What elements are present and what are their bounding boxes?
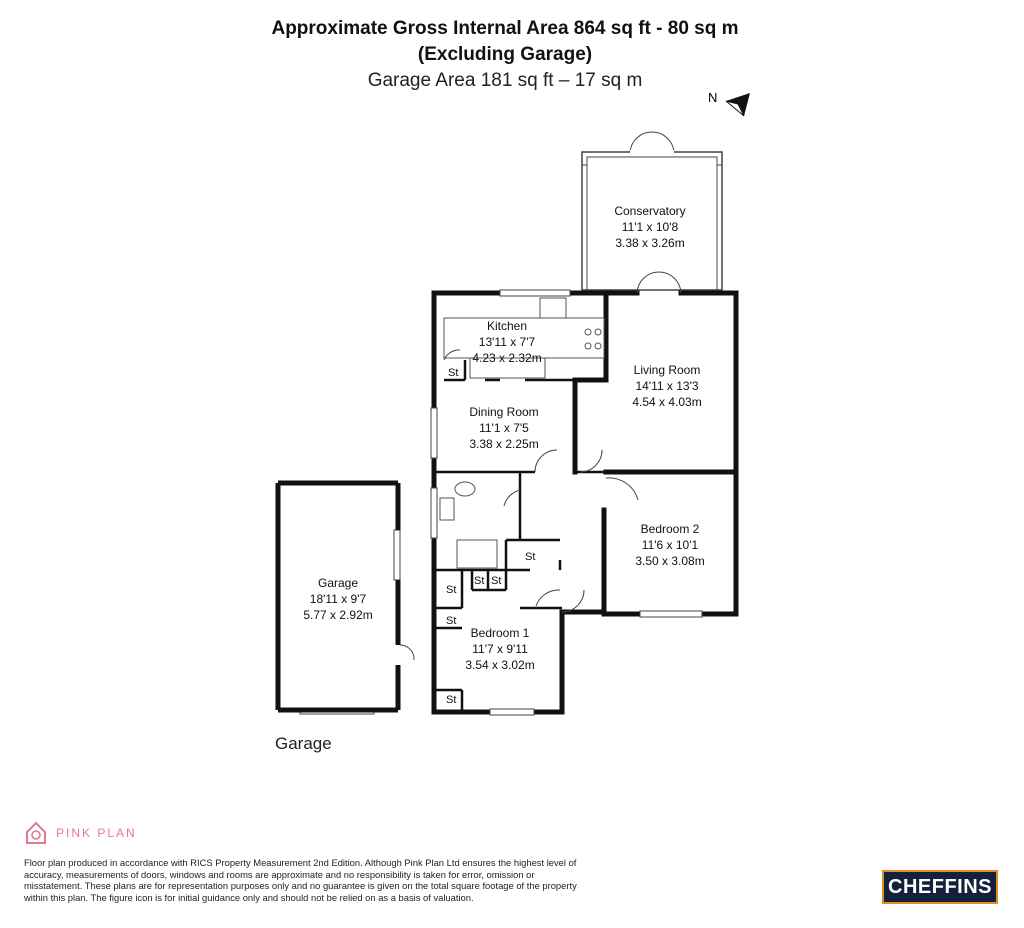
- room-size-metric: 3.54 x 3.02m: [465, 658, 534, 672]
- internal-walls: [434, 360, 606, 712]
- garage-area: Garage Area 181 sq ft – 17 sq m: [367, 70, 643, 91]
- pink-plan-house-icon: [26, 821, 46, 844]
- room-size-imperial: 11'1 x 7'5: [479, 421, 529, 435]
- bathroom-fittings: [439, 481, 498, 569]
- floor-plan: N: [275, 90, 750, 716]
- room-kitchen: Kitchen 13'11 x 7'7 4.23 x 2.32m: [472, 319, 541, 365]
- room-size-metric: 4.54 x 4.03m: [632, 395, 701, 409]
- room-size-imperial: 13'11 x 7'7: [479, 335, 536, 349]
- room-name: Dining Room: [469, 405, 538, 419]
- disclaimer-text: Floor plan produced in accordance with R…: [24, 857, 577, 903]
- area-title: Approximate Gross Internal Area 864 sq f…: [271, 18, 739, 39]
- storage-label: St: [446, 615, 456, 627]
- storage-label: St: [446, 694, 456, 706]
- room-size-metric: 3.38 x 3.26m: [615, 236, 684, 250]
- storage-label: St: [448, 367, 458, 379]
- pink-plan-logo: PINK PLAN: [24, 820, 137, 846]
- room-name: Living Room: [634, 363, 701, 377]
- room-garage: Garage 18'11 x 9'7 5.77 x 2.92m: [303, 576, 372, 622]
- room-name: Conservatory: [614, 204, 685, 218]
- kitchen-units: [443, 297, 605, 379]
- room-size-imperial: 11'7 x 9'11: [472, 642, 528, 656]
- room-size-metric: 3.38 x 2.25m: [469, 437, 538, 451]
- room-size-imperial: 18'11 x 9'7: [310, 592, 367, 606]
- storage-label: St: [474, 575, 484, 587]
- room-size-metric: 5.77 x 2.92m: [303, 608, 372, 622]
- room-bedroom-2: Bedroom 2 11'6 x 10'1 3.50 x 3.08m: [635, 522, 704, 568]
- room-dining: Dining Room 11'1 x 7'5 3.38 x 2.25m: [469, 405, 538, 451]
- room-conservatory: Conservatory 11'1 x 10'8 3.38 x 3.26m: [614, 204, 685, 250]
- room-bedroom-1: Bedroom 1 11'7 x 9'11 3.54 x 3.02m: [465, 626, 534, 672]
- room-living: Living Room 14'11 x 13'3 4.54 x 4.03m: [632, 363, 701, 409]
- north-label: N: [708, 90, 717, 105]
- garage-caption: Garage: [275, 734, 332, 753]
- storage-labels: St St St St St St St: [446, 367, 535, 706]
- room-name: Bedroom 2: [641, 522, 700, 536]
- pink-plan-brand: PINK PLAN: [56, 826, 137, 840]
- room-size-metric: 3.50 x 3.08m: [635, 554, 704, 568]
- garage-walls: [275, 480, 401, 713]
- north-arrow-icon: N: [708, 90, 750, 117]
- storage-label: St: [491, 575, 501, 587]
- doors: [399, 271, 682, 661]
- room-name: Garage: [318, 576, 358, 590]
- area-subtitle: (Excluding Garage): [417, 44, 593, 65]
- storage-label: St: [446, 584, 456, 596]
- cheffins-logo: CHEFFINS: [882, 870, 998, 904]
- room-size-imperial: 14'11 x 13'3: [635, 379, 698, 393]
- room-size-imperial: 11'1 x 10'8: [622, 220, 679, 234]
- storage-label: St: [525, 551, 535, 563]
- room-name: Kitchen: [487, 319, 527, 333]
- room-size-imperial: 11'6 x 10'1: [642, 538, 699, 552]
- room-size-metric: 4.23 x 2.32m: [472, 351, 541, 365]
- conservatory-walls: [581, 131, 723, 291]
- room-name: Bedroom 1: [471, 626, 530, 640]
